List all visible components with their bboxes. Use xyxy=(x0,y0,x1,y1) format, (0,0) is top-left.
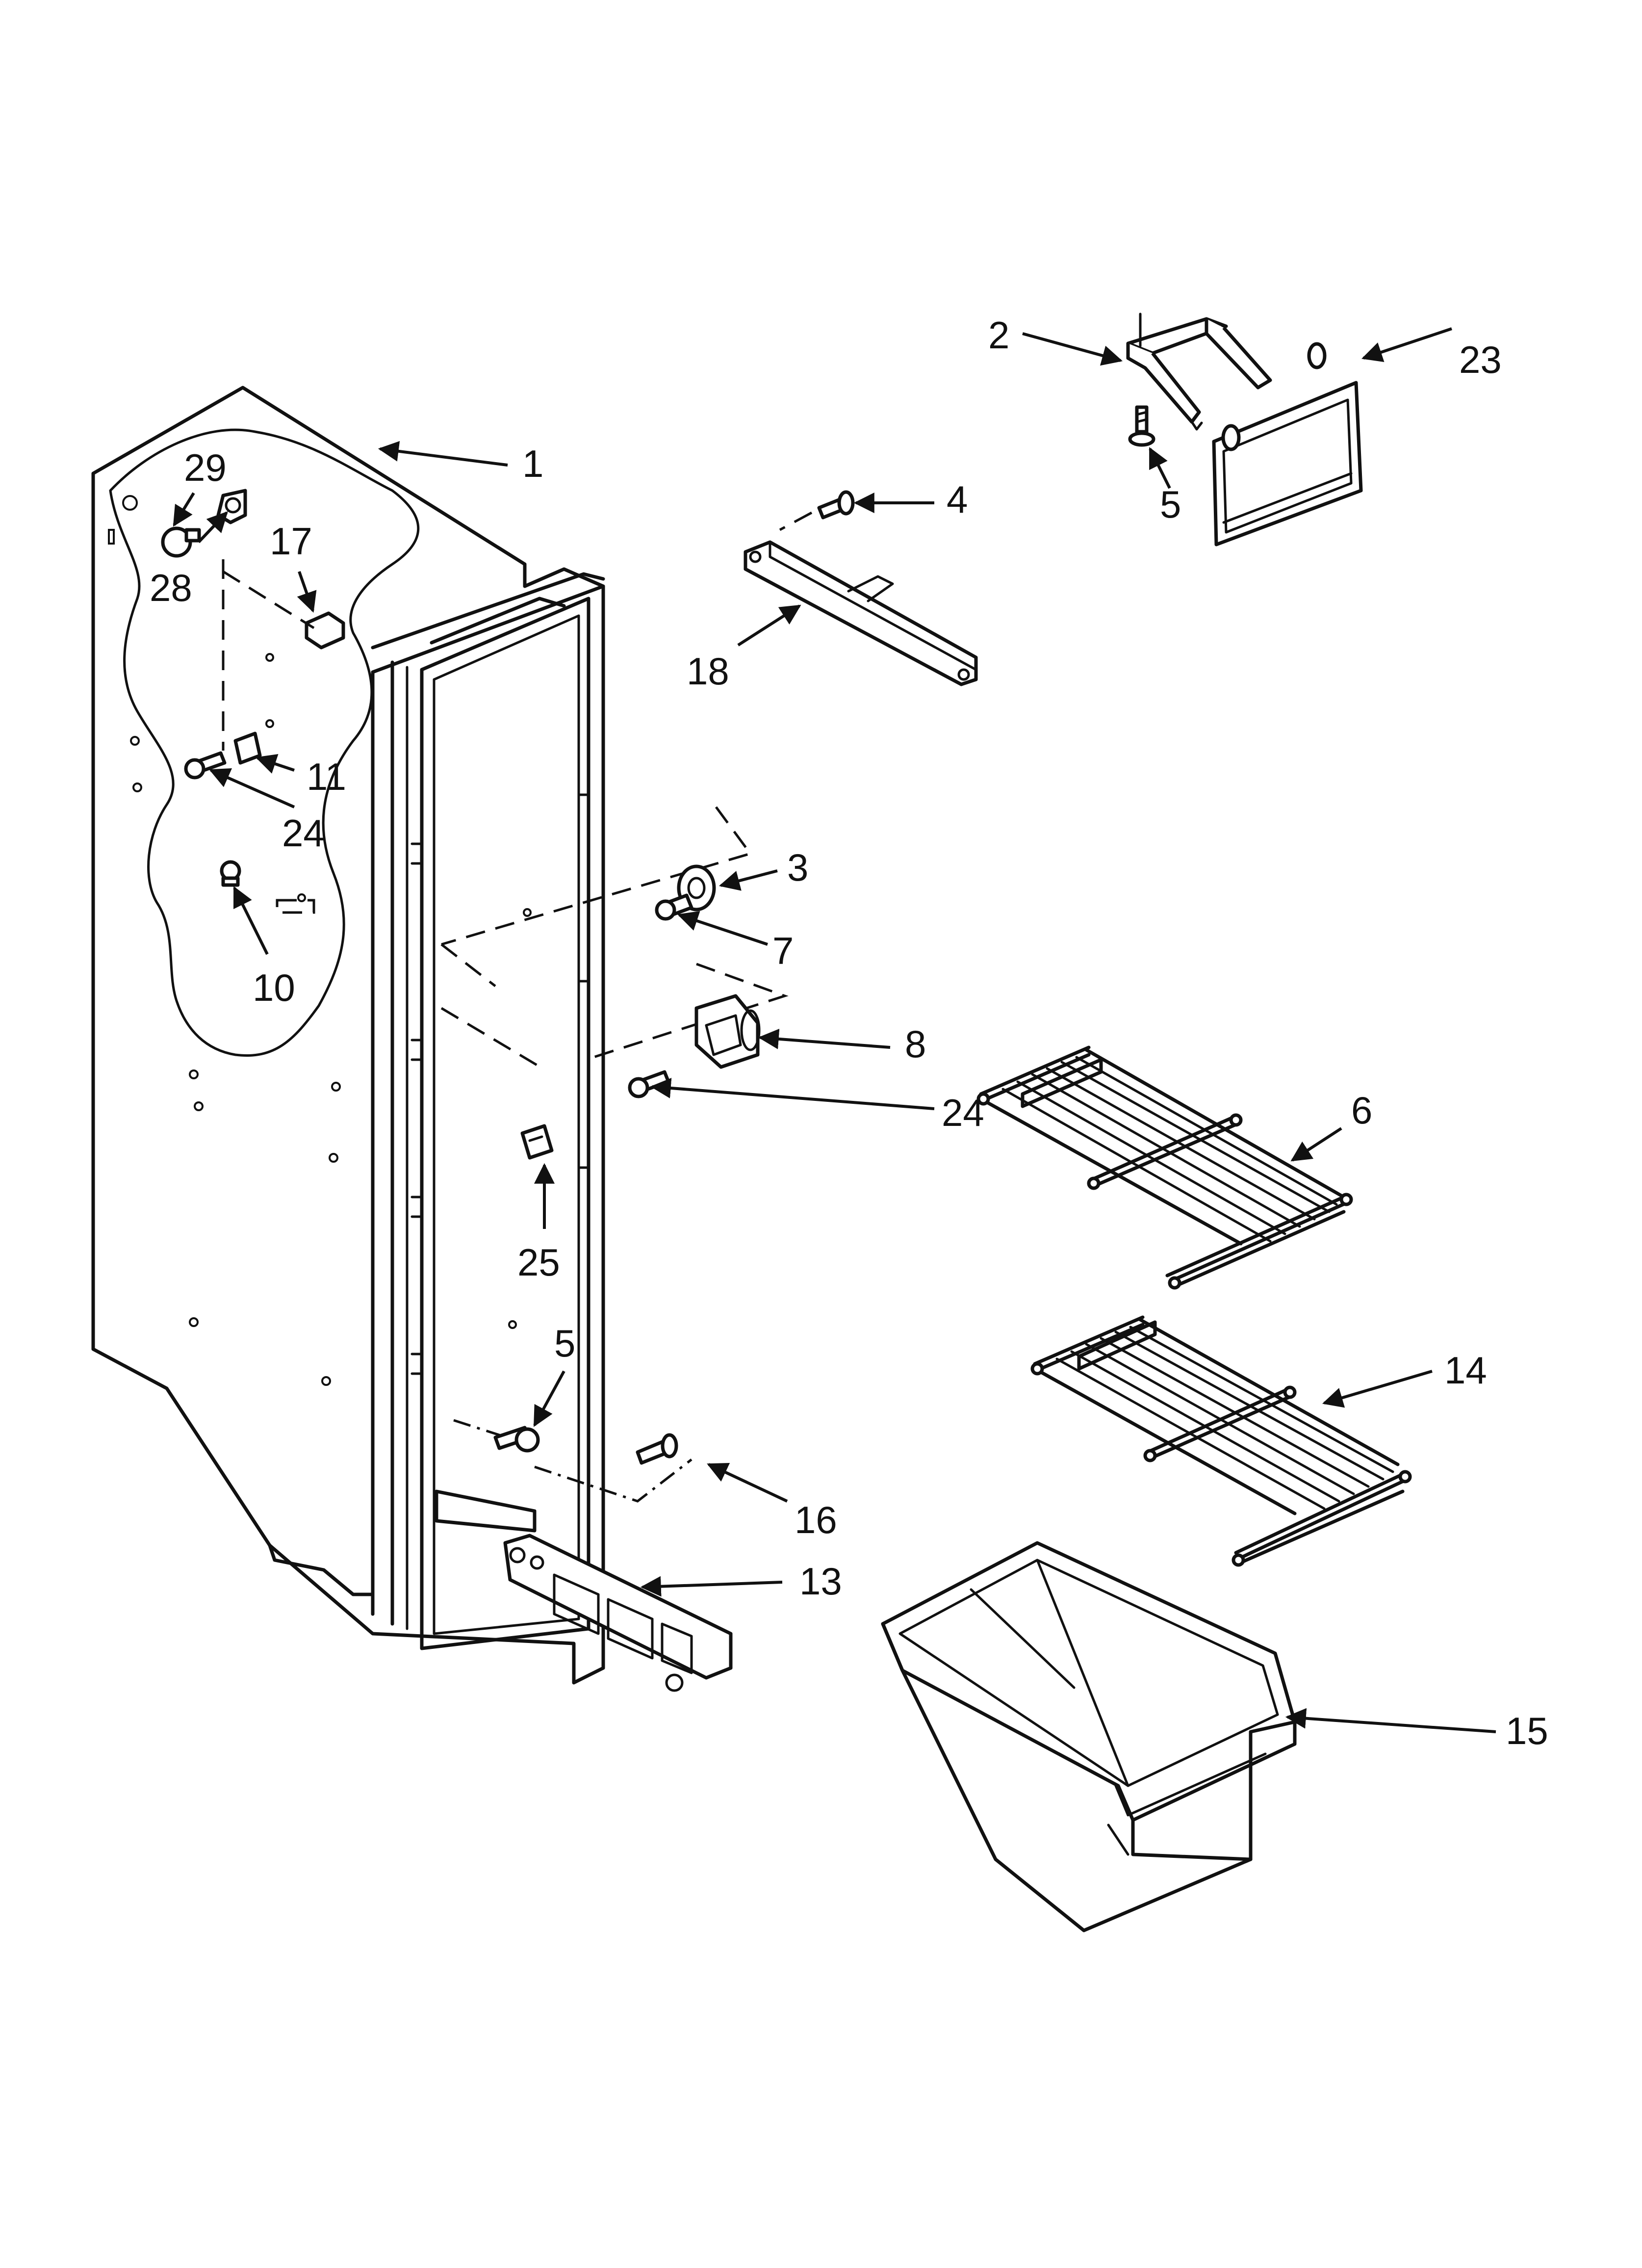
svg-text:7: 7 xyxy=(772,929,794,972)
callout-10: 10 xyxy=(233,886,295,1009)
light-shield-23 xyxy=(1212,342,1363,547)
svg-text:24: 24 xyxy=(942,1091,984,1134)
screw-4 xyxy=(817,490,855,520)
callout-7: 7 xyxy=(677,911,794,972)
callout-28: 28 xyxy=(150,511,228,609)
freezer-basket-15 xyxy=(881,1541,1297,1932)
damper-10 xyxy=(220,860,241,887)
wire-shelf-14 xyxy=(1030,1315,1412,1567)
callout-17: 17 xyxy=(270,520,317,613)
svg-text:1: 1 xyxy=(522,442,543,485)
svg-text:11: 11 xyxy=(307,755,346,798)
assembly-line-switch xyxy=(222,570,315,629)
callout-5-upper: 5 xyxy=(1149,447,1181,526)
svg-text:10: 10 xyxy=(253,966,295,1009)
callout-13: 13 xyxy=(640,1560,842,1603)
svg-text:14: 14 xyxy=(1444,1349,1487,1392)
assembly-line-damper xyxy=(276,899,315,914)
light-switch-17 xyxy=(305,611,345,650)
svg-text:24: 24 xyxy=(282,811,325,855)
callout-16: 16 xyxy=(707,1463,837,1541)
screw-24-lower xyxy=(628,1070,670,1098)
callout-24-lower: 24 xyxy=(650,1078,984,1134)
callout-29: 29 xyxy=(173,446,227,527)
callout-15: 15 xyxy=(1285,1708,1548,1752)
svg-text:16: 16 xyxy=(795,1498,837,1541)
thermostat-clip-11 xyxy=(233,719,274,765)
shelf-bracket-2 xyxy=(1126,313,1272,431)
callout-4: 4 xyxy=(853,478,968,521)
callout-18: 18 xyxy=(687,604,801,693)
light-bulb-29 xyxy=(161,526,201,558)
assembly-line-screw-4 xyxy=(779,511,813,531)
callout-8: 8 xyxy=(758,1022,926,1066)
screw-24-upper xyxy=(184,751,227,780)
svg-text:2: 2 xyxy=(988,313,1009,357)
switch-25 xyxy=(520,1124,554,1160)
shelf-support-dash-lines xyxy=(440,806,789,1503)
svg-text:3: 3 xyxy=(787,846,808,889)
callout-23: 23 xyxy=(1361,327,1502,381)
wire-shelf-6 xyxy=(976,1045,1353,1290)
svg-text:4: 4 xyxy=(947,478,968,521)
callout-5-lower: 5 xyxy=(533,1322,575,1427)
callout-1: 1 xyxy=(378,441,543,485)
svg-text:6: 6 xyxy=(1351,1089,1372,1132)
svg-text:15: 15 xyxy=(1506,1709,1548,1752)
callout-25: 25 xyxy=(517,1163,560,1284)
svg-text:5: 5 xyxy=(554,1322,575,1365)
svg-text:13: 13 xyxy=(799,1560,842,1603)
callout-6: 6 xyxy=(1290,1089,1372,1162)
cross-bracket-18 xyxy=(744,540,978,686)
svg-text:28: 28 xyxy=(150,566,192,609)
callout-2: 2 xyxy=(988,313,1123,366)
callout-14: 14 xyxy=(1322,1349,1487,1408)
svg-text:17: 17 xyxy=(270,520,312,563)
svg-text:25: 25 xyxy=(517,1241,560,1284)
bottom-bracket-13 xyxy=(503,1534,733,1692)
screw-16 xyxy=(636,1433,678,1465)
screw-7 xyxy=(655,893,693,921)
svg-text:23: 23 xyxy=(1459,338,1502,381)
screw-5-lower xyxy=(493,1426,540,1453)
svg-text:18: 18 xyxy=(687,650,729,693)
callout-24-upper: 24 xyxy=(209,768,325,855)
callout-3: 3 xyxy=(718,846,808,891)
svg-text:5: 5 xyxy=(1160,483,1181,526)
svg-text:29: 29 xyxy=(184,446,227,489)
svg-text:8: 8 xyxy=(905,1022,926,1066)
callout-11: 11 xyxy=(256,754,346,798)
screw-5-upper xyxy=(1128,405,1155,447)
